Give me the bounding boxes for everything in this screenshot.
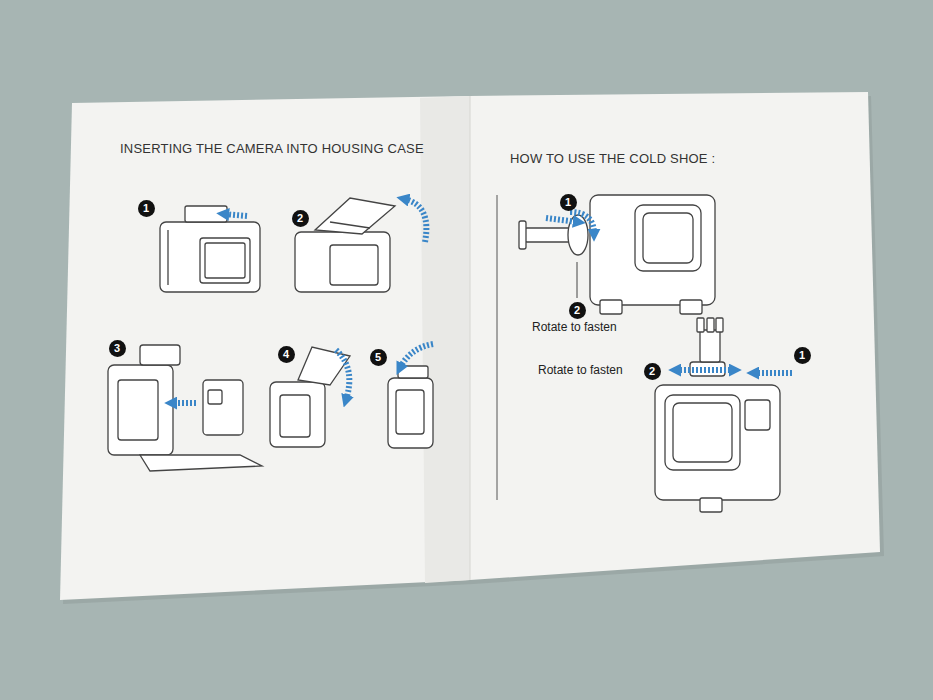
cold-shoe-figure: [707, 318, 714, 332]
callout-number: 4: [278, 346, 295, 363]
callout-number: 3: [109, 340, 126, 357]
housing-figure: [330, 245, 378, 285]
cold-shoe-figure: [697, 318, 704, 332]
cold-shoe-figure: [680, 300, 702, 314]
cold-shoe-figure: [590, 195, 715, 305]
housing-figure: [140, 455, 262, 471]
paper-sheet: [420, 96, 470, 583]
callout-number: 5: [370, 349, 387, 366]
cold-shoe-figure: [577, 262, 578, 298]
housing-figure: [388, 378, 433, 448]
housing-figure: [396, 390, 424, 434]
callout-number: 1: [560, 194, 577, 211]
paper-sheet: [497, 195, 498, 500]
motion-arrow: [404, 199, 426, 242]
cold-shoe-figure: [665, 395, 740, 470]
motion-arrow: [224, 214, 247, 216]
motion-arrow: [546, 218, 578, 222]
cold-shoe-figure: [700, 330, 720, 362]
callout-number: 2: [569, 302, 586, 319]
motion-arrow: [336, 350, 349, 400]
housing-figure: [160, 222, 260, 292]
callout-number: 1: [794, 347, 811, 364]
motion-arrow: [172, 400, 196, 406]
housing-figure: [140, 345, 180, 365]
housing-figure: [270, 382, 325, 447]
cold-shoe-figure: [700, 498, 722, 512]
housing-figure: [118, 380, 158, 440]
housing-figure: [208, 390, 222, 404]
motion-arrow: [400, 344, 433, 368]
cold-shoe-figure: [525, 228, 570, 242]
housing-figure: [167, 230, 168, 285]
housing-figure: [330, 222, 370, 228]
housing-figure: [280, 395, 310, 437]
housing-figure: [295, 232, 390, 292]
paper-sheet: [470, 96, 471, 580]
housing-figure: [203, 380, 243, 435]
cold-shoe-figure: [600, 300, 622, 314]
cold-shoe-figure: [655, 385, 780, 500]
instruction-note: Rotate to fasten: [532, 320, 617, 334]
callout-number: 2: [644, 363, 661, 380]
motion-arrow: [172, 199, 792, 403]
housing-figure: [108, 198, 433, 471]
section-heading: INSERTING THE CAMERA INTO HOUSING CASE: [120, 141, 424, 156]
housing-figure: [200, 238, 250, 283]
instruction-note: Rotate to fasten: [538, 363, 623, 377]
motion-arrow: [676, 367, 734, 373]
housing-figure: [108, 365, 173, 455]
paper-sheet: [60, 92, 880, 600]
callout-number: 1: [138, 200, 155, 217]
cold-shoe-figure: [519, 221, 526, 249]
cold-shoe-figure: [643, 213, 693, 263]
motion-arrow: [754, 370, 792, 376]
cold-shoe-figure: [635, 205, 701, 271]
cold-shoe-figure: [716, 318, 723, 332]
cold-shoe-figure: [673, 403, 732, 462]
section-heading: HOW TO USE THE COLD SHOE :: [510, 151, 715, 166]
cold-shoe-figure: [690, 362, 725, 376]
callout-number: 2: [292, 210, 309, 227]
paper-sheet: [60, 92, 884, 604]
motion-arrow: [570, 212, 594, 234]
cold-shoe-figure: [519, 195, 780, 512]
housing-figure: [185, 206, 227, 222]
housing-figure: [205, 243, 245, 278]
housing-figure: [315, 198, 395, 234]
cold-shoe-figure: [745, 400, 770, 430]
